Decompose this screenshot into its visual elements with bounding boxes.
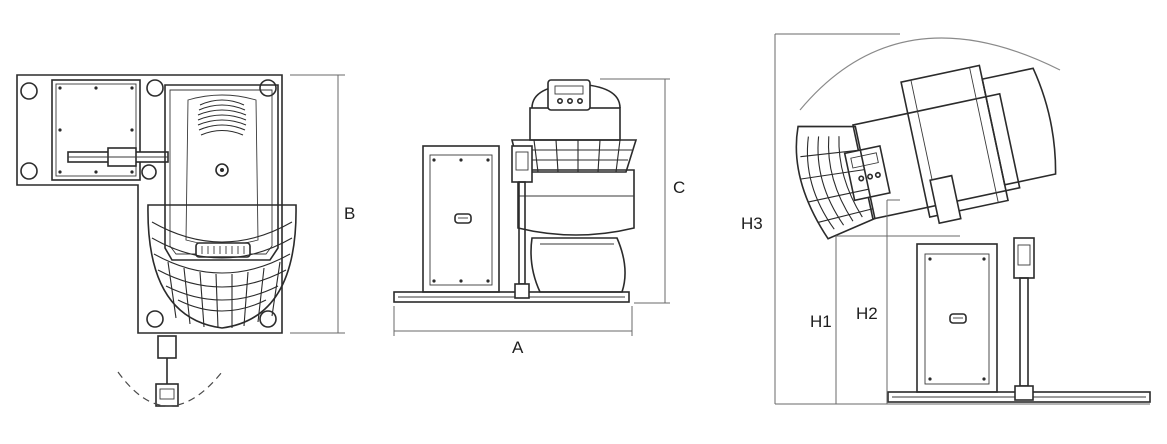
top-pendant-arm [157,335,177,359]
pad-inner [141,164,157,180]
top-view: B [16,74,355,407]
pad-top-left [20,82,38,100]
top-knob-icon [215,163,229,177]
tilted-side-view: H3 H1 H2 [741,33,1151,405]
pendant-swing-arc [117,371,223,407]
tilt-pendant-pole [1019,277,1029,387]
top-column-box [51,79,141,181]
top-mixer-body [164,84,279,261]
pad-bottom-right [259,310,277,328]
top-panel-strip [195,242,251,258]
side-head [529,107,621,141]
tilt-pendant [1013,237,1035,279]
tilt-swing-arc [799,37,1061,111]
dim-label-h2: H2 [856,304,878,323]
pad-top-right [259,79,277,97]
side-control-panel [547,79,591,111]
side-column [422,145,500,293]
tilt-hinge-block [929,174,962,225]
top-pendant-box [155,383,179,407]
side-bowl [530,237,626,293]
side-pendant-pole [518,181,526,285]
tilt-head-assembly [795,64,1057,240]
tilt-column-handle [949,313,967,324]
tilt-bowl-guard [795,125,876,240]
top-base-plate [16,74,283,334]
tilt-column [916,243,998,393]
dim-label-a: A [512,338,524,357]
side-pendant [511,145,533,183]
dim-label-h3: H3 [741,214,763,233]
dim-label-h1: H1 [810,312,832,331]
side-view: A C [393,78,685,357]
tilt-rear-cover [981,67,1057,186]
dim-label-c: C [673,178,685,197]
top-bowl-guard [147,204,297,329]
tilt-control-panel [843,144,891,202]
top-motor-grille [197,99,247,136]
pad-top-mid [146,79,164,97]
dim-label-b: B [344,204,355,223]
side-column-handle [454,213,472,224]
pad-mid-left [20,162,38,180]
pad-bottom-left [146,310,164,328]
side-body [517,169,635,236]
